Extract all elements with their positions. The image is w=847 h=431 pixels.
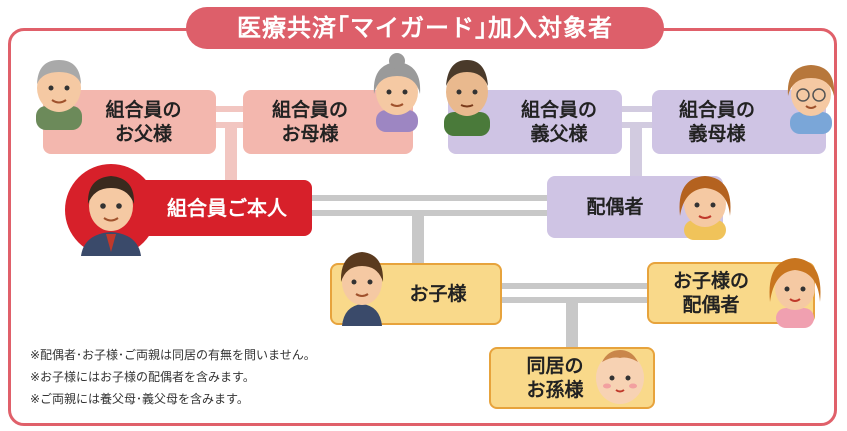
grandfather-avatar-icon bbox=[28, 50, 90, 130]
child-avatar-icon bbox=[330, 242, 394, 326]
footnote: ※ご両親には養父母･義父母を含みます。 bbox=[30, 392, 249, 406]
diagram-title: 医療共済｢マイガード｣加入対象者 bbox=[186, 7, 664, 49]
grandchild-label-line1: 同居の bbox=[526, 355, 584, 377]
in-laws-connector bbox=[620, 106, 654, 112]
footnote: ※配偶者･お子様･ご両親は同居の有無を問いません。 bbox=[30, 348, 316, 362]
member-father-in-law-label-line2: 義父様 bbox=[530, 123, 588, 145]
footnote: ※お子様にはお子様の配偶者を含みます。 bbox=[30, 370, 255, 384]
child-marriage-connector bbox=[500, 283, 650, 289]
member-self-label: 組合員ご本人 bbox=[167, 196, 287, 220]
parents-connector bbox=[215, 122, 245, 128]
in-laws-connector bbox=[620, 122, 654, 128]
parents-connector bbox=[215, 106, 245, 112]
mother-in-law-avatar-icon bbox=[782, 58, 840, 134]
child-to-grandchild-connector bbox=[566, 300, 578, 352]
member-mother-label-line1: 組合員の bbox=[271, 99, 348, 121]
grandchild-label-line2: お孫様 bbox=[526, 379, 584, 401]
parents-to-self-connector bbox=[225, 126, 237, 182]
marriage-connector bbox=[305, 210, 550, 216]
child-spouse-label-line1: お子様の bbox=[672, 270, 749, 292]
footnotes: ※配偶者･お子様･ご両親は同居の有無を問いません。 ※お子様にはお子様の配偶者を… bbox=[30, 344, 316, 410]
member-father-label-line1: 組合員の bbox=[105, 99, 182, 121]
spouse-avatar-icon bbox=[670, 168, 740, 240]
member-mother-label-line2: お母様 bbox=[281, 123, 339, 145]
father-in-law-avatar-icon bbox=[436, 52, 498, 136]
member-self-avatar-icon bbox=[62, 160, 160, 260]
child-label: お子様 bbox=[409, 283, 467, 305]
member-father-in-law-label-line1: 組合員の bbox=[520, 99, 597, 121]
member-mother-in-law-label-line1: 組合員の bbox=[678, 99, 755, 121]
spouse-label: 配偶者 bbox=[586, 196, 644, 218]
member-father-label-line2: お父様 bbox=[114, 123, 172, 145]
grandmother-avatar-icon bbox=[366, 52, 428, 132]
self-to-child-connector bbox=[412, 214, 424, 266]
member-mother-in-law-label-line2: 義母様 bbox=[688, 123, 746, 145]
in-laws-to-spouse-connector bbox=[630, 126, 642, 178]
child-spouse-label-line2: 配偶者 bbox=[682, 294, 740, 316]
marriage-connector bbox=[305, 195, 550, 201]
grandchild-avatar-icon bbox=[588, 340, 652, 410]
child-spouse-avatar-icon bbox=[762, 248, 828, 328]
